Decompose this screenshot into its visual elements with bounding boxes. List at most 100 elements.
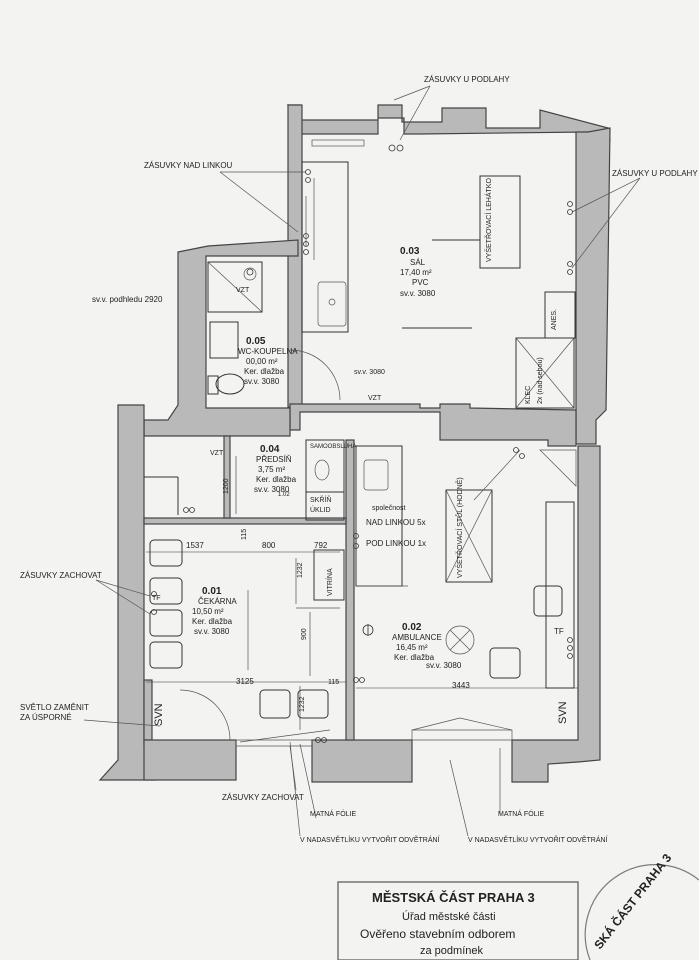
room-floor: Ker. dlažba [256, 475, 297, 484]
approval-stamp: MĚSTSKÁ ČÁST PRAHA 3 Úřad městské části … [337, 881, 579, 960]
room-area: 17,40 m² [400, 268, 432, 277]
vitrine [313, 549, 345, 601]
room-floor: PVC [412, 278, 429, 287]
room-sal: 0.03 SÁL 17,40 m² PVC sv.v. 3080 [400, 246, 436, 298]
hall-counter [301, 161, 349, 333]
wall-east [575, 127, 611, 445]
room-floor: Ker. dlažba [192, 617, 233, 626]
note-sockets-above-counter: ZÁSUVKY NAD LINKOU [144, 161, 233, 170]
anes-label: ANES. [551, 309, 558, 330]
klec-label: KLEC [525, 386, 532, 404]
dim-1232-b: 1232 [299, 696, 306, 712]
vzt-label-entry: VZT [210, 450, 224, 457]
vitrine-label: VITRÍNA [325, 568, 334, 596]
svn-label-left: SVN [153, 703, 165, 726]
room-name: SÁL [410, 258, 426, 267]
room-wc: 0.05 WC-KOUPELNA 00,00 m² Ker. dlažba sv… [238, 336, 298, 386]
note-frosted-foil-1: MATNÁ FÓLIE [310, 809, 356, 818]
below-counter-label: POD LINKOU 1x [366, 539, 426, 548]
round-stamp: SKÁ ČÁST PRAHA 3 [584, 850, 699, 960]
room-ambulance: 0.02 AMBULANCE 16,45 m² Ker. dlažba sv.v… [392, 622, 462, 670]
svn-label-right: SVN [557, 701, 569, 724]
ambulance-chair-1 [533, 585, 563, 617]
dim-115-a: 115 [241, 529, 248, 540]
round-stamp-text: SKÁ ČÁST PRAHA 3 [591, 850, 675, 952]
ambulance-desk [545, 501, 575, 689]
note-ceiling-height: sv.v. podhledu 2920 [92, 295, 163, 304]
stamp-frame [337, 881, 579, 960]
note-frosted-foil-2: MATNÁ FÓLIE [498, 809, 544, 818]
room-code: 0.05 [246, 336, 266, 347]
vzt-label-wc: VZT [236, 287, 250, 294]
stamp-line-4: za podmínek [420, 945, 483, 957]
dim-800: 800 [262, 541, 276, 550]
wall-interior-east [345, 439, 355, 741]
wall-north [286, 104, 611, 141]
exam-couch-label: VYŠETŘOVACÍ LEHÁTKO [484, 178, 493, 262]
room-height: sv.v. 3080 [426, 661, 462, 670]
lamp-symbol [445, 625, 475, 655]
wc-toilet [215, 373, 245, 395]
room-predsin: 0.04 PŘEDSÍŇ 3,75 m² Ker. dlažba sv.v. 3… [254, 444, 297, 494]
stamp-line-2: Úřad městské části [402, 910, 496, 923]
self-service-label: SAMOOBSLUHA [310, 444, 356, 450]
dim-1232-a: 1232 [297, 562, 304, 578]
room-area: 10,50 m² [192, 607, 224, 616]
room-floor: Ker. dlažba [244, 367, 285, 376]
note-floor-sockets-right: ZÁSUVKY U PODLAHY [612, 169, 698, 178]
dim-1200: 1200 [223, 478, 230, 494]
wall-south-left [143, 739, 237, 781]
note-keep-sockets-left: ZÁSUVKY ZACHOVAT [20, 571, 102, 580]
annotations: ZÁSUVKY U PODLAHY ZÁSUVKY NAD LINKOU ZÁS… [20, 75, 698, 844]
wall-south-mid [311, 739, 413, 783]
waiting-chair-1 [149, 539, 183, 567]
above-counter-label: NAD LINKOU 5x [366, 518, 426, 527]
note-keep-sockets-bottom: ZÁSUVKY ZACHOVAT [222, 793, 304, 802]
anes-cabinet [544, 291, 576, 339]
wall-hall-south [289, 403, 577, 447]
shower-tray [207, 261, 263, 313]
tf-label-waiting: TF [152, 595, 161, 602]
room-height: sv.v. 3080 [400, 289, 436, 298]
dim-1537: 1537 [186, 541, 204, 550]
room-code: 0.04 [260, 444, 280, 455]
tf-label-ambulance: TF [554, 627, 564, 636]
wardrobe-label: SKŘÍŇ [310, 495, 331, 504]
wall-entry-waiting [143, 517, 347, 525]
furniture [144, 139, 577, 747]
leader-lines [83, 85, 641, 837]
dim-3125: 3125 [236, 677, 254, 686]
room-name: AMBULANCE [392, 633, 442, 642]
vzt-label-hall: VZT [368, 395, 382, 402]
room-code: 0.03 [400, 246, 420, 257]
room-floor: Ker. dlažba [394, 653, 435, 662]
stamp-line-3: Ověřeno stavebním odborem [360, 927, 515, 941]
room-height: sv.v. 3080 [254, 485, 290, 494]
room-name: WC-KOUPELNA [238, 347, 298, 356]
waiting-chair-5 [259, 689, 291, 719]
hall-sink [317, 281, 347, 327]
fixture-labels: VZT VZT VZT sv.v. 3080 VYŠETŘOVACÍ LEHÁT… [152, 178, 569, 726]
exam-table-label: VYŠETŘOVACÍ STŮL (HODNĚ) [455, 477, 464, 578]
waiting-chair-6 [297, 689, 329, 719]
cage-cabinet [515, 337, 575, 409]
wall-waiting-south-stub [143, 679, 153, 741]
klec-count-label: 2x (nad sebou) [537, 357, 544, 404]
room-code: 0.02 [402, 622, 422, 633]
dimension-labels: 1537 800 792 1232 900 115 115 1200 3125 … [186, 478, 470, 712]
room-area: 16,45 m² [396, 643, 428, 652]
dimension-lines [146, 456, 578, 730]
hall-height-label: sv.v. 3080 [354, 369, 385, 376]
room-name: PŘEDSÍŇ [256, 455, 292, 464]
hall-shelf [311, 139, 365, 147]
walls [98, 104, 611, 783]
wall-south-right [511, 445, 601, 783]
dim-3443: 3443 [452, 681, 470, 690]
waiting-chair-4 [149, 641, 183, 669]
wall-wc-west [143, 239, 299, 437]
waiting-chair-3 [149, 609, 183, 637]
socket-symbols [151, 144, 573, 743]
room-name: ČEKÁRNA [198, 597, 237, 606]
stamp-line-1: MĚSTSKÁ ČÁST PRAHA 3 [372, 890, 535, 905]
